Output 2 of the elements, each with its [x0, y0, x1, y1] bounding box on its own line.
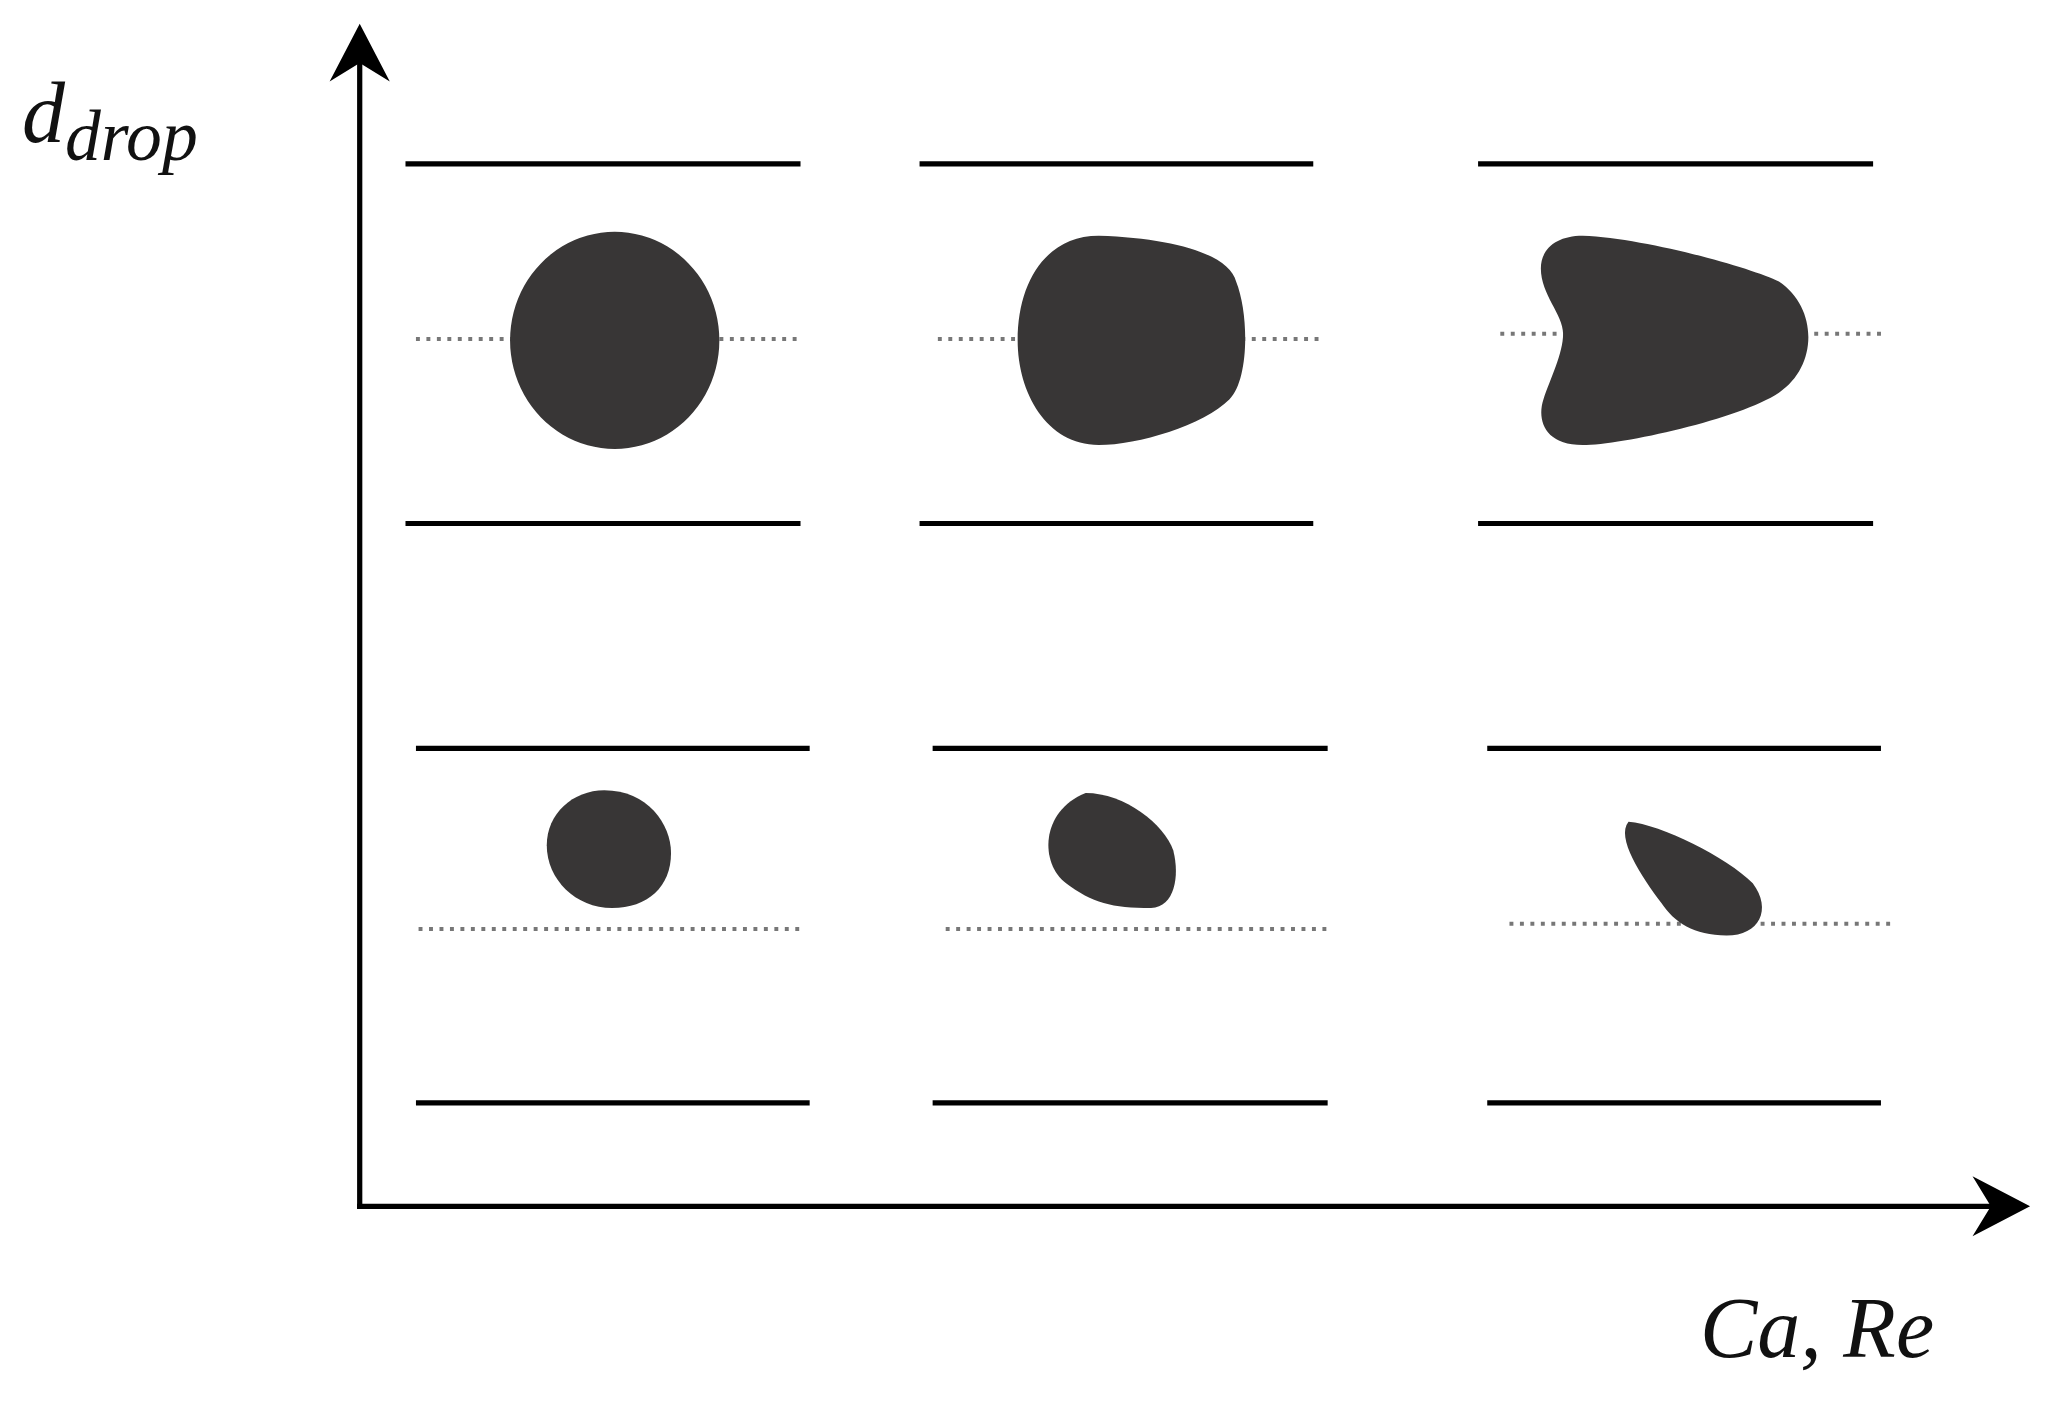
y-axis-label: d$_{drop}$ — [22, 70, 198, 173]
x-axis-label: Ca, Re — [1700, 1285, 1935, 1371]
